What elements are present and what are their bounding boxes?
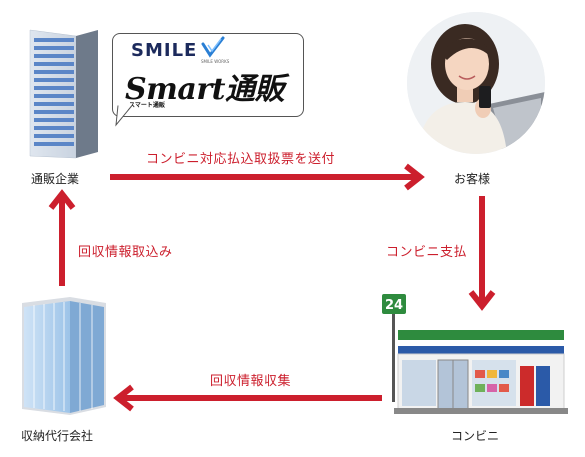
customer-photo	[407, 12, 545, 154]
node-label-mail-order: 通販企業	[31, 172, 80, 186]
node-label-collection-agency: 収納代行会社	[21, 429, 94, 443]
arrow-import-info	[48, 189, 76, 286]
arrow-send-slip	[110, 163, 425, 191]
smart-logo-subtext: スマート通販	[129, 102, 165, 109]
convenience-store-icon: 24	[378, 294, 568, 416]
node-label-convenience-store: コンビニ	[451, 429, 500, 443]
flow-label-import-info: 回収情報取込み	[78, 245, 173, 260]
mail-order-building-icon	[22, 28, 102, 160]
flow-label-pay: コンビニ支払	[386, 245, 468, 260]
store-sign-number: 24	[385, 298, 403, 313]
arrow-collect-info	[113, 384, 382, 412]
flow-label-collect-info: 回収情報収集	[210, 374, 292, 389]
arrow-pay	[468, 196, 496, 311]
smart-logo-text: Smart通販	[125, 72, 285, 107]
checkmark-icon	[201, 36, 225, 58]
node-label-customer: お客様	[454, 172, 491, 186]
smile-logo-subtext: SMILE WORKS	[201, 59, 230, 64]
product-logo-bubble: SMILE SMILE WORKS Smart通販 スマート通販	[112, 33, 304, 117]
smile-logo-text: SMILE	[131, 40, 198, 61]
flow-label-send-slip: コンビニ対応払込取扱票を送付	[146, 152, 336, 167]
bubble-tail	[115, 105, 133, 127]
collection-agency-building-icon	[20, 293, 110, 417]
